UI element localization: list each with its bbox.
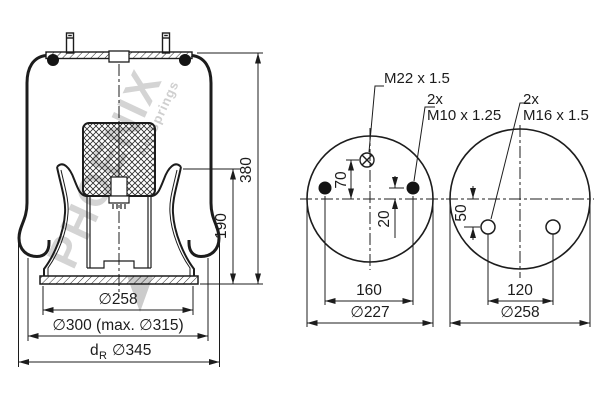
hole-right <box>545 219 561 235</box>
side-view <box>17 32 221 292</box>
dim-base-dia: ∅258 <box>98 291 137 308</box>
dim-fitting-offset: 70 <box>333 171 350 189</box>
label-hole-thread: M16 x 1.5 <box>523 107 589 124</box>
dim-total-height: 380 <box>238 157 255 183</box>
stud-right <box>406 181 420 195</box>
dim-hole-spacing: 120 <box>507 282 533 299</box>
dim-rolling-prefix: d <box>90 342 99 359</box>
watermark-arrow-icon <box>127 276 153 312</box>
bottom-plate-view <box>446 102 594 327</box>
dim-rolling-sub: R <box>99 350 107 362</box>
bottom-view-dimensions <box>449 186 591 327</box>
top-plate-view <box>300 85 444 327</box>
dim-bottom-plate-dia: ∅258 <box>500 304 539 321</box>
bellows-outline <box>17 54 221 259</box>
top-view-texts: M22 x 1.5 2x M10 x 1.25 70 20 160 ∅227 <box>333 70 501 321</box>
bead-left <box>47 54 59 66</box>
dim-piston-height: 190 <box>213 213 230 239</box>
leader-m22 <box>368 85 384 153</box>
air-fitting-symbol <box>359 152 375 168</box>
label-air-fitting: M22 x 1.5 <box>384 70 450 87</box>
leader-m16 <box>490 102 530 220</box>
stud-left <box>318 181 332 195</box>
side-view-dimensions <box>18 52 263 367</box>
label-stud-thread: M10 x 1.25 <box>427 107 501 124</box>
top-studs <box>65 32 171 54</box>
center-bolt <box>108 176 130 209</box>
dim-bellows-dia: ∅300 (max. ∅315) <box>52 317 183 334</box>
leader-m10 <box>413 106 435 182</box>
dim-rolling-dia: ∅345 <box>112 342 151 359</box>
dim-top-plate-dia: ∅227 <box>350 304 389 321</box>
top-plate-boss <box>108 50 130 63</box>
bottom-plate <box>39 275 199 285</box>
dim-stud-spacing: 160 <box>356 282 382 299</box>
bead-right <box>179 54 191 66</box>
label-hole-count: 2x <box>523 91 539 108</box>
side-view-dimension-texts: 380 190 ∅258 ∅300 (max. ∅315) d R ∅345 <box>52 157 255 362</box>
dim-hole-offset: 50 <box>453 204 470 222</box>
top-view-dimensions <box>306 159 434 327</box>
bottom-view-texts: 2x M16 x 1.5 50 120 ∅258 <box>453 91 589 321</box>
hole-left <box>480 219 496 235</box>
dim-stud-offset: 20 <box>376 210 393 228</box>
label-stud-count: 2x <box>427 91 443 108</box>
